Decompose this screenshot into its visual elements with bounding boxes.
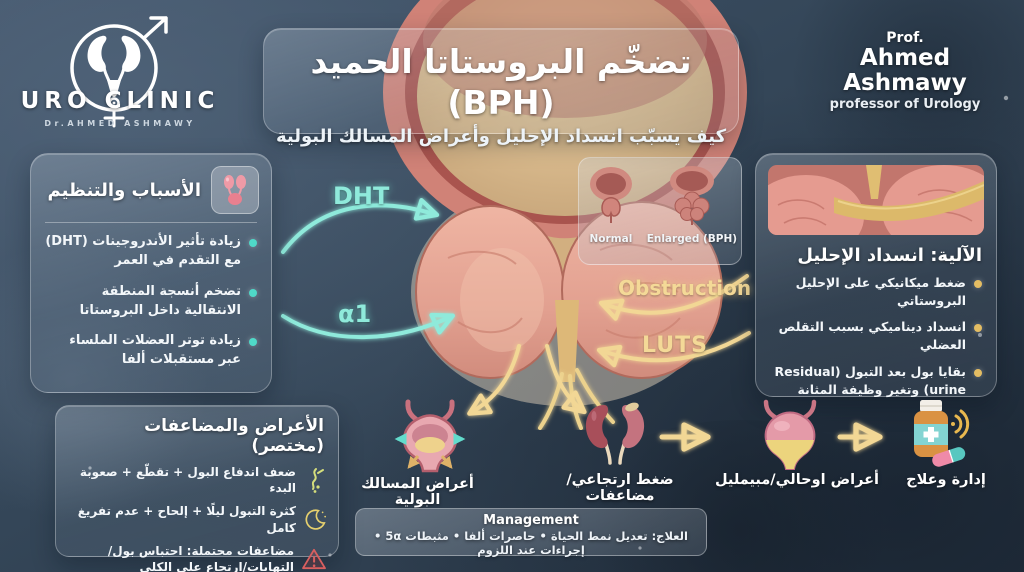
causes-item: تضخم أنسجة المنطقة الانتقالية داخل البرو… bbox=[43, 283, 257, 321]
symptom-item-text: مضاعفات محتملة: احتباس بول/التهابات/ارتج… bbox=[107, 543, 294, 572]
bladder-symptoms-icon bbox=[394, 399, 466, 473]
teal-bullet-dot bbox=[249, 239, 257, 247]
mechanism-item-text: انسداد ديناميكي بسبب التقلص العضلي bbox=[778, 319, 966, 353]
mechanism-item: ضغط ميكانيكي على الإحليل البروستاتي bbox=[766, 274, 982, 310]
flow-step-label: أعراض المسالك البولية bbox=[361, 476, 474, 508]
mechanism-panel-title: الآلية: انسداد الإحليل bbox=[797, 245, 982, 266]
mechanism-item-text: ضغط ميكانيكي على الإحليل البروستاتي bbox=[795, 275, 966, 309]
author-name: Ahmed Ashmawy bbox=[843, 45, 967, 97]
causes-item: زيادة تأثير الأندروجينات (DHT) مع التقدم… bbox=[43, 233, 257, 271]
causes-item-text: زيادة توتر العضلات الملساء عبر مستقبلات … bbox=[69, 333, 241, 368]
kidneys-icon bbox=[585, 402, 645, 465]
bladder-residual-icon bbox=[763, 399, 817, 470]
enlarged-bladder-icon bbox=[669, 166, 714, 225]
management-box: Management العلاج: تعديل نمط الحياة • حا… bbox=[355, 508, 707, 557]
symptoms-panel-title: الأعراض والمضاعفات (مختصر) bbox=[144, 416, 324, 456]
causes-item: زيادة توتر العضلات الملساء عبر مستقبلات … bbox=[43, 332, 257, 370]
teal-bullet-dot bbox=[249, 338, 257, 347]
author-prefix: Prof. bbox=[886, 30, 924, 46]
weak-stream-icon bbox=[311, 468, 324, 494]
teal-bullet-dot bbox=[249, 288, 257, 297]
enlarged-label: Enlarged (BPH) bbox=[646, 233, 738, 245]
normal-bladder-icon bbox=[589, 167, 632, 223]
causes-panel: الأسباب والتنظيم زيادة تأثير الأندروجينا… bbox=[30, 153, 272, 393]
page-title: تضخّم البروستاتا الحميد (BPH) bbox=[310, 42, 692, 123]
symptom-item: ضعف اندفاع البول + تقطّع + صعوبة البدء bbox=[66, 464, 326, 496]
causes-panel-title: الأسباب والتنظيم bbox=[47, 179, 201, 201]
gold-bullet-dot bbox=[974, 280, 982, 288]
symptom-item: مضاعفات محتملة: احتباس بول/التهابات/ارتج… bbox=[66, 543, 326, 572]
management-text: العلاج: تعديل نمط الحياة • حاصرات ألفا •… bbox=[374, 529, 688, 557]
alpha1-arrow-label: α1 bbox=[338, 300, 372, 328]
management-title: Management bbox=[483, 513, 579, 528]
clinic-name: URO CLINIC bbox=[20, 88, 220, 114]
luts-arrow-label: LUTS bbox=[642, 333, 708, 358]
title-box: تضخّم البروستاتا الحميد (BPH) كيف يسبّب … bbox=[263, 28, 739, 147]
normal-label: Normal bbox=[589, 233, 633, 245]
symptom-item-text: كثرة التبول ليلًا + إلحاح + عدم تفريغ كا… bbox=[77, 504, 296, 535]
clinic-doctor-name: Dr.AHMED ASHMAWY bbox=[44, 119, 196, 128]
enlarged-prostate-figure: Enlarged (BPH) bbox=[647, 164, 737, 245]
uro-clinic-logo-icon bbox=[70, 16, 168, 128]
dht-arrow-label: DHT bbox=[333, 182, 390, 210]
symptom-item-text: ضعف اندفاع البول + تقطّع + صعوبة البدء bbox=[79, 465, 296, 496]
medication-icon bbox=[914, 400, 970, 467]
gold-bullet-dot bbox=[974, 368, 982, 377]
author-block: Prof. Ahmed Ashmawy professor of Urology bbox=[798, 30, 1012, 112]
causes-item-text: تضخم أنسجة المنطقة الانتقالية داخل البرو… bbox=[79, 283, 241, 318]
gold-bullet-dot bbox=[974, 324, 982, 333]
urethra-compression-image bbox=[748, 165, 1006, 259]
normal-prostate-figure: Normal bbox=[583, 164, 639, 245]
author-role: professor of Urology bbox=[829, 96, 981, 112]
mechanism-panel: الآلية: انسداد الإحليل ضغط ميكانيكي على … bbox=[748, 153, 1006, 399]
causes-item-text: زيادة تأثير الأندروجينات (DHT) مع التقدم… bbox=[45, 234, 241, 268]
mechanism-item-text: بقايا بول بعد التبول (Residual urine) وت… bbox=[774, 363, 966, 397]
page-subtitle: كيف يسبّب انسداد الإحليل وأعراض المسالك … bbox=[275, 125, 727, 147]
obstruction-arrow-label: Obstruction bbox=[618, 276, 752, 300]
symptom-item: كثرة التبول ليلًا + إلحاح + عدم تفريغ كا… bbox=[66, 503, 326, 535]
warning-triangle-icon bbox=[302, 548, 326, 570]
crescent-moon-icon bbox=[305, 509, 326, 530]
symptoms-panel: الأعراض والمضاعفات (مختصر) ضعف اندفاع ال… bbox=[55, 405, 339, 572]
normal-vs-enlarged-inset: Normal Enlarged (BPH) bbox=[578, 157, 742, 265]
urinary-system-icon bbox=[224, 175, 246, 205]
divider bbox=[45, 222, 257, 223]
flow-step-label: إدارة وعلاج bbox=[906, 472, 986, 488]
mechanism-item: بقايا بول بعد التبول (Residual urine) وت… bbox=[766, 363, 982, 399]
flow-step-label: ضغط ارتجاعي/مضاعفات bbox=[566, 472, 674, 504]
urinary-system-icon-tile bbox=[211, 166, 259, 214]
mechanism-item: انسداد ديناميكي بسبب التقلص العضلي bbox=[766, 318, 982, 354]
flow-step-label: أعراض اوحالي/مبيمليل bbox=[714, 472, 880, 488]
